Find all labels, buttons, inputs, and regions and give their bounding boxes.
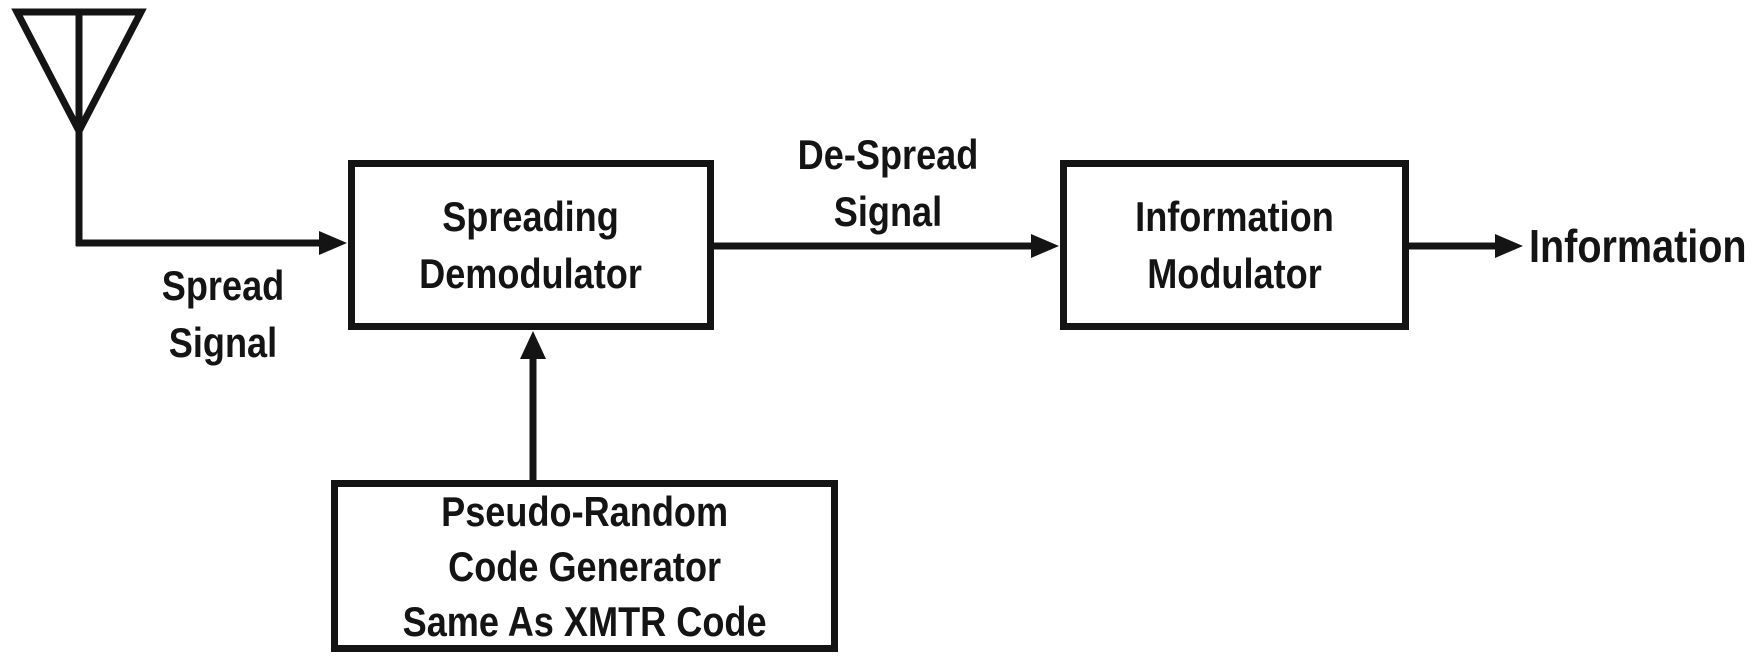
spreading-demodulator-box: Spreading Demodulator (348, 160, 714, 330)
spread-signal-arrow (76, 231, 347, 255)
antenna-icon (11, 8, 147, 246)
information-out-arrow (1408, 234, 1523, 258)
code-to-demodulator-arrow (520, 331, 546, 482)
information-modulator-label: Information Modulator (1135, 193, 1334, 297)
spread-signal-label: Spread Signal (161, 262, 285, 366)
despread-signal-label: De-Spread Signal (797, 131, 979, 235)
code-generator-box: Pseudo-Random Code Generator Same As XMT… (331, 480, 838, 652)
spreading-demodulator-label: Spreading Demodulator (419, 193, 643, 297)
information-modulator-box: Information Modulator (1060, 160, 1409, 330)
code-generator-label: Pseudo-Random Code Generator Same As XMT… (402, 487, 767, 645)
information-out-label: Information (1529, 220, 1747, 272)
despread-signal-arrow (713, 234, 1059, 258)
